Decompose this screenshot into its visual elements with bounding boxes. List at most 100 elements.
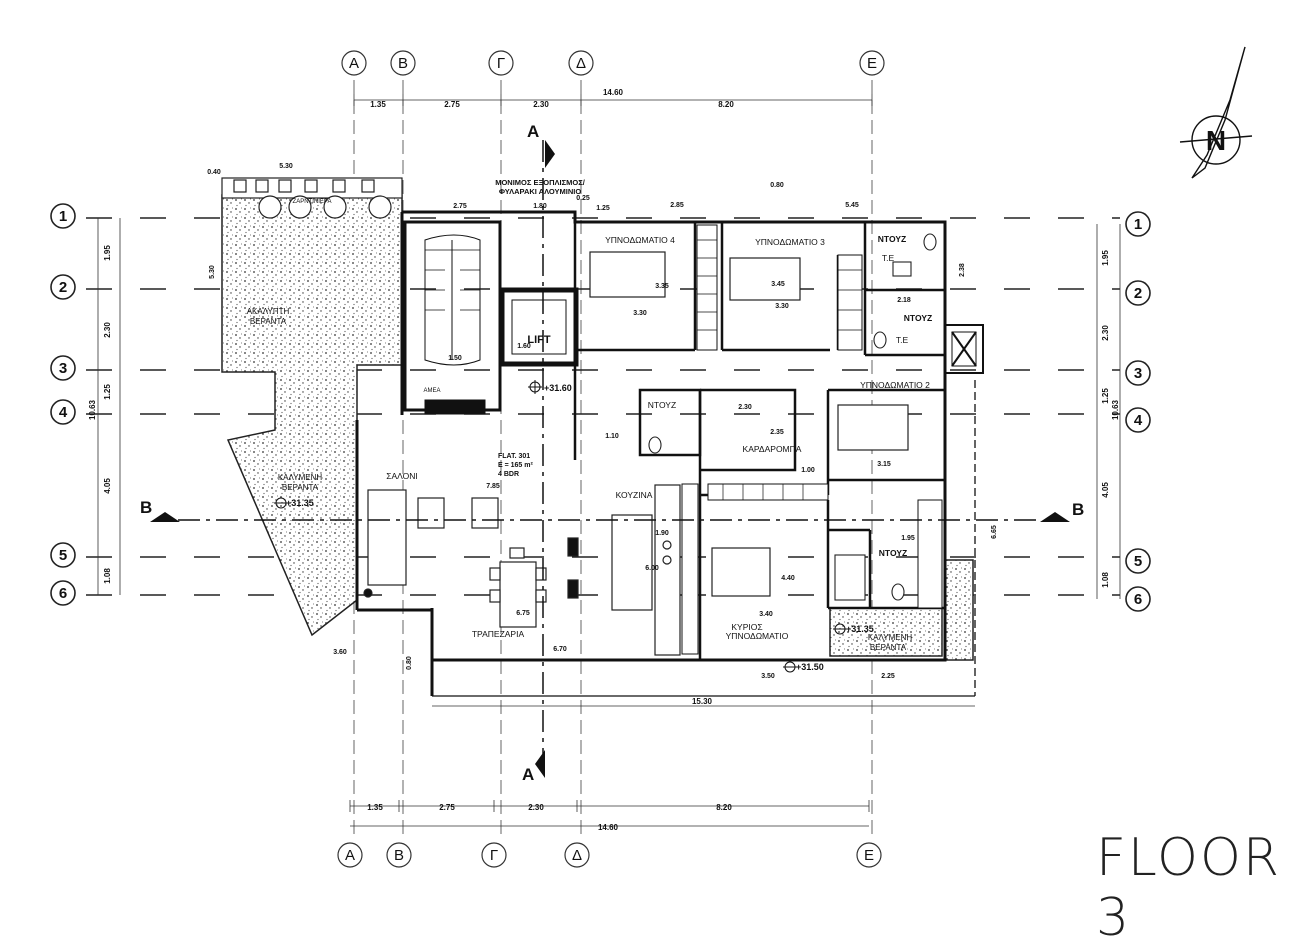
dim-160: 1.60 xyxy=(517,343,531,350)
dim-right-seg-4: 4.05 xyxy=(1101,482,1110,498)
dim-040: 0.40 xyxy=(207,169,221,176)
dim-195: 1.95 xyxy=(901,535,915,542)
north-arrow xyxy=(1179,46,1253,179)
dim-530: 5.30 xyxy=(279,163,293,170)
room-label-shower3: ΝΤΟΥΖ xyxy=(648,400,676,410)
lift-label: LIFT xyxy=(527,334,550,346)
kitchen-fixtures xyxy=(567,484,681,656)
col-label-bottom-d: Δ xyxy=(572,847,582,864)
row-label-right-3: 3 xyxy=(1134,365,1142,382)
room-label-shower2: ΝΤΟΥΖ xyxy=(904,313,932,323)
dim-218: 2.18 xyxy=(897,297,911,304)
row-label-right-6: 6 xyxy=(1134,591,1142,608)
wardrobe-hatch xyxy=(697,239,862,500)
room-label-bedroom3: ΥΠΝΟΔΩΜΑΤΙΟ 3 xyxy=(755,237,825,247)
section-label-b-left: B xyxy=(140,498,152,517)
dim-315: 3.15 xyxy=(877,461,891,468)
veranda-open-2: ΒΕΡΑΝΤΑ xyxy=(250,317,287,326)
dim-right-seg-5: 1.08 xyxy=(1101,572,1110,588)
dim-335: 3.35 xyxy=(655,283,669,290)
veranda-covered-1: ΚΑΛΥΜΕΝΗ xyxy=(278,473,323,482)
level-veranda-left: +31.35 xyxy=(286,498,314,508)
row-label-left-1: 1 xyxy=(59,208,67,225)
dim-right-total: 10.63 xyxy=(1111,399,1120,420)
living-furniture xyxy=(363,489,499,598)
north-label: N xyxy=(1206,125,1226,156)
dim-left-seg-4: 4.05 xyxy=(103,478,112,494)
dim-190: 1.90 xyxy=(655,530,669,537)
room-label-bedroom4: ΥΠΝΟΔΩΜΑΤΙΟ 4 xyxy=(605,235,675,245)
veranda-covered2-2: ΒΕΡΑΝΤΑ xyxy=(870,643,907,652)
section-label-b-right: B xyxy=(1072,500,1084,519)
dining-set xyxy=(489,547,547,628)
dim-545: 5.45 xyxy=(845,202,859,209)
dim-530-vertical: 5.30 xyxy=(209,265,216,279)
col-label-top-a: Α xyxy=(349,55,359,72)
dim-230: 2.30 xyxy=(738,404,752,411)
dim-225: 2.25 xyxy=(881,673,895,680)
lift-shaft xyxy=(499,287,579,367)
staircase-core xyxy=(403,220,502,415)
planter-label: ΖΑΡΝΤΙΝΙΕΡΑ xyxy=(293,199,332,205)
dim-bottom-seg-3: 2.30 xyxy=(528,803,544,812)
room-label-shower4: ΝΤΟΥΖ xyxy=(879,548,907,558)
dim-bottom-total: 14.60 xyxy=(598,823,619,832)
room-label-dining: ΤΡΑΠΕΖΑΡΙΑ xyxy=(472,629,525,639)
section-markers xyxy=(150,140,1070,778)
room-label-bedroom2: ΥΠΝΟΔΩΜΑΤΙΟ 2 xyxy=(860,380,930,390)
dim-top-seg-2: 2.75 xyxy=(444,100,460,109)
row-label-left-4: 4 xyxy=(59,404,68,421)
dim-125: 1.25 xyxy=(596,205,610,212)
dim-345: 3.45 xyxy=(771,281,785,288)
veranda-covered-2: ΒΕΡΑΝΤΑ xyxy=(282,483,319,492)
service-shaft xyxy=(944,324,984,374)
dim-785: 7.85 xyxy=(486,483,500,490)
dim-150: 1.50 xyxy=(448,355,462,362)
dim-180: 1.80 xyxy=(533,203,547,210)
level-main: +31.60 xyxy=(544,383,572,393)
planter-row xyxy=(221,177,403,219)
dim-080-vertical: 0.80 xyxy=(406,656,413,670)
dim-670: 6.70 xyxy=(553,646,567,653)
dim-top-seg-1: 1.35 xyxy=(370,100,386,109)
dim-right-seg-3: 1.25 xyxy=(1101,388,1110,404)
col-label-top-b: Β xyxy=(398,55,408,72)
dim-080: 0.80 xyxy=(770,182,784,189)
dim-675: 6.75 xyxy=(516,610,530,617)
dim-right-seg-1: 1.95 xyxy=(1101,250,1110,266)
dim-350: 3.50 xyxy=(761,673,775,680)
wardrobe-strips xyxy=(681,224,943,655)
dim-bottom-seg-2: 2.75 xyxy=(439,803,455,812)
dim-285: 2.85 xyxy=(670,202,684,209)
dim-360: 3.60 xyxy=(333,649,347,656)
dim-left-seg-3: 1.25 xyxy=(103,384,112,400)
room-label-te1: Τ.Ε xyxy=(882,253,895,263)
level-terrace: +31.50 xyxy=(796,662,824,672)
dim-top-total: 14.60 xyxy=(603,88,624,97)
dim-top-seg-4: 8.20 xyxy=(718,100,734,109)
col-label-bottom-e: Ε xyxy=(864,847,874,864)
dim-left-seg-5: 1.08 xyxy=(103,568,112,584)
dim-left-seg-2: 2.30 xyxy=(103,322,112,338)
row-label-left-2: 2 xyxy=(59,279,67,296)
dim-100: 1.00 xyxy=(801,467,815,474)
column-bubbles-bottom xyxy=(337,842,882,868)
room-label-wardrobe: ΚΑΡΔΑΡΟΜΠΑ xyxy=(743,444,802,454)
room-label-ameα: ΑΜΕΑ xyxy=(423,388,440,394)
storage-label-2: ΦΥΛΑΡΑΚΙ ΑΛΟΥΜΙΝΙΟ xyxy=(499,187,582,196)
dim-right-seg-2: 2.30 xyxy=(1101,325,1110,341)
flat-info-1: FLAT. 301 xyxy=(498,453,530,460)
room-label-master-1: ΚΥΡΙΟΣ xyxy=(731,622,762,632)
floor-title: FLOOR 3 xyxy=(1096,828,1282,948)
storage-label-1: ΜΟΝΙΜΟΣ ΕΞΟΠΛΙΣΜΟΣ/ xyxy=(495,178,585,187)
dim-bottom-seg-1: 1.35 xyxy=(367,803,383,812)
section-label-a-bottom: A xyxy=(522,765,534,784)
section-lines xyxy=(178,140,1040,770)
dim-275: 2.75 xyxy=(453,203,467,210)
row-label-left-3: 3 xyxy=(59,360,67,377)
row-label-right-1: 1 xyxy=(1134,216,1142,233)
level-markers xyxy=(274,380,847,673)
row-label-right-4: 4 xyxy=(1134,412,1143,429)
dim-top-seg-3: 2.30 xyxy=(533,100,549,109)
floor-plan-drawing: Α Β Γ Δ Ε Α Β Γ Δ Ε 1 2 3 4 5 6 1 2 3 4 … xyxy=(50,46,1253,868)
